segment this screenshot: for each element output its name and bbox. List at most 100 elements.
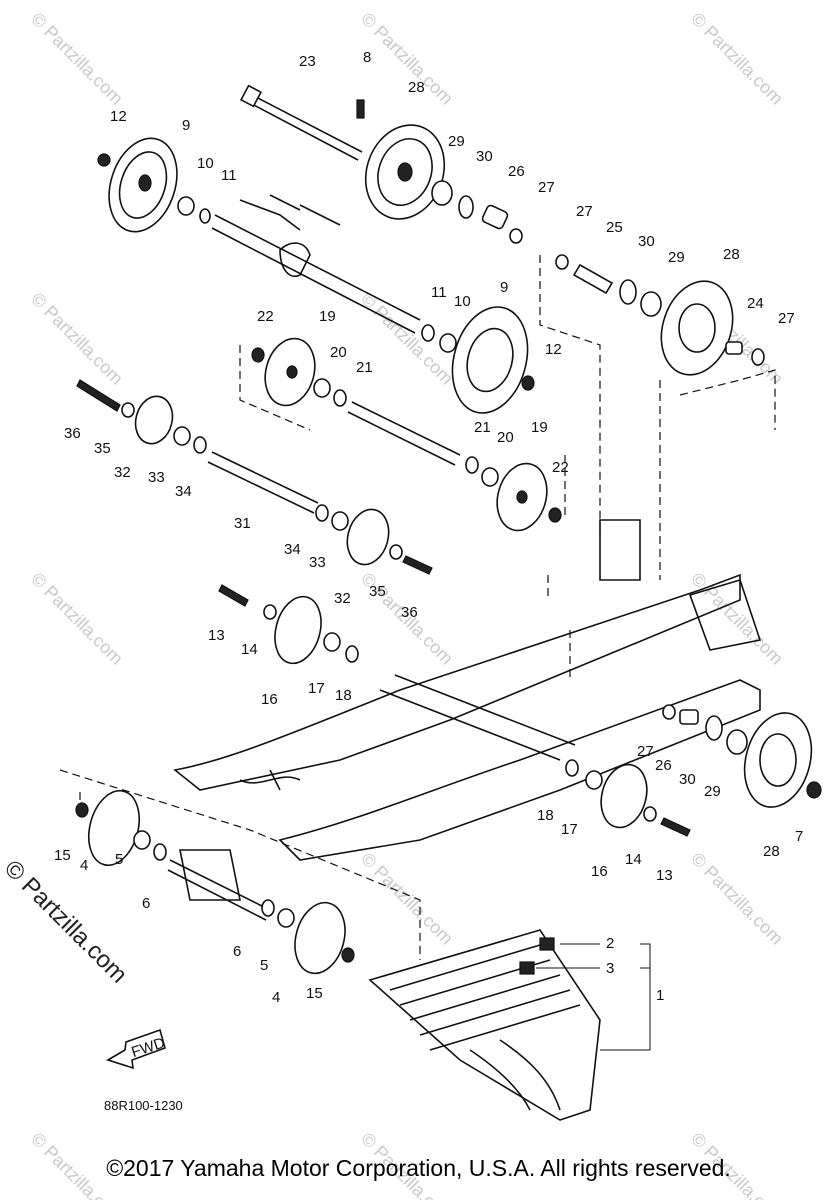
callout-label: 12	[545, 341, 562, 358]
callout-label: 27	[778, 310, 795, 327]
callout-label: 1	[656, 987, 664, 1004]
callout-label: 32	[114, 464, 131, 481]
callout-label: 22	[552, 459, 569, 476]
wheel-28b-inner	[678, 303, 716, 353]
rail-bracket	[599, 519, 641, 581]
watermark: © Partzilla.com	[27, 9, 127, 109]
callout-label: 7	[795, 828, 803, 845]
washer-27d	[662, 704, 676, 720]
callout-label: 35	[369, 583, 386, 600]
callout-label: 23	[299, 53, 316, 70]
bearing-17	[323, 632, 341, 652]
upper-frame-lines	[239, 194, 341, 231]
callout-label: 6	[142, 895, 150, 912]
washer-27b	[555, 254, 569, 270]
callout-layer: 23 8 28 12 9 29 30 26 27 10 11 27 25 30 …	[54, 49, 803, 1006]
callout-label: 34	[284, 541, 301, 558]
callout-label: 5	[115, 851, 123, 868]
dash-line	[539, 255, 601, 535]
nut-12	[97, 153, 111, 167]
callout-label: 31	[234, 515, 251, 532]
diagram-code: 88R100-1230	[104, 1098, 183, 1113]
callout-label: 11	[221, 167, 237, 184]
wheel-32	[134, 395, 174, 445]
nut-7	[806, 781, 822, 799]
washer-14b	[643, 806, 657, 822]
callout-label: 4	[272, 989, 280, 1006]
track-curve	[469, 1039, 561, 1111]
cap-22	[251, 347, 265, 363]
callout-label: 28	[763, 843, 780, 860]
axle-23	[251, 94, 363, 153]
lower-right-group	[565, 704, 822, 837]
callout-label: 36	[401, 604, 418, 621]
rail-detail	[239, 769, 301, 791]
callout-label: 6	[233, 943, 241, 960]
middle-idler-group	[76, 337, 562, 665]
callout-label: 21	[474, 419, 491, 436]
axle-31	[207, 451, 319, 514]
callout-label: 20	[497, 429, 514, 446]
rail-end-bracket	[688, 579, 762, 651]
callout-label: 30	[638, 233, 655, 250]
rear-axle-housing	[167, 849, 271, 921]
bearing-5b	[277, 908, 295, 928]
callout-label: 11	[431, 284, 447, 301]
upper-shaft	[211, 214, 421, 334]
callout-label: 13	[656, 867, 673, 884]
callout-label: 17	[561, 821, 578, 838]
callout-label: 17	[308, 680, 325, 697]
collar-25	[572, 263, 614, 295]
collar-21	[333, 389, 347, 407]
callout-label: 15	[54, 847, 71, 864]
callout-label: 32	[334, 590, 351, 607]
lower-left-group	[59, 769, 421, 975]
washer-35b	[389, 544, 403, 560]
wheel-32b	[346, 508, 390, 566]
bearing-29c	[726, 729, 748, 755]
watermark: © Partzilla.com	[27, 289, 127, 389]
watermark: © Partzilla.com	[687, 849, 787, 949]
callout-label: 28	[408, 79, 425, 96]
callout-label: 25	[606, 219, 623, 236]
washer-27	[509, 228, 523, 244]
callout-label: 20	[330, 344, 347, 361]
washer-27c	[751, 348, 765, 366]
clip-2	[539, 937, 555, 951]
upper-axle-group	[97, 84, 765, 414]
wheel-9b	[451, 306, 529, 414]
axle-23-edge	[249, 102, 359, 161]
slide-rail-group	[173, 519, 762, 861]
callout-label: 33	[309, 554, 326, 571]
callout-label: 34	[175, 483, 192, 500]
cross-shaft	[379, 674, 576, 761]
bearing-29b	[640, 291, 662, 317]
callout-label: 18	[335, 687, 352, 704]
collar-18	[345, 645, 359, 663]
callout-label: 29	[704, 783, 721, 800]
callout-label: 8	[363, 49, 371, 66]
callout-label: 9	[182, 117, 190, 134]
callout-label: 21	[356, 359, 373, 376]
callout-label: 14	[241, 641, 258, 658]
callout-label: 29	[448, 133, 465, 150]
callout-label: 19	[531, 419, 548, 436]
wheel-28b	[660, 280, 734, 376]
track-belt	[368, 929, 601, 1121]
bearing-10	[177, 196, 195, 216]
collar-6	[153, 843, 167, 861]
callout-label: 2	[606, 935, 614, 952]
bearing-29	[431, 180, 453, 206]
callout-label: 14	[625, 851, 642, 868]
callout-label: 9	[500, 279, 508, 296]
wheel-4b	[294, 901, 346, 975]
callout-label: 19	[319, 308, 336, 325]
track-group	[368, 929, 651, 1121]
callout-label: 33	[148, 469, 165, 486]
callout-label: 35	[94, 440, 111, 457]
collar-18b	[565, 759, 579, 777]
callout-label: 13	[208, 627, 225, 644]
bolt-36b	[402, 555, 433, 575]
washer-35	[121, 402, 135, 418]
callout-label: 3	[606, 960, 614, 977]
